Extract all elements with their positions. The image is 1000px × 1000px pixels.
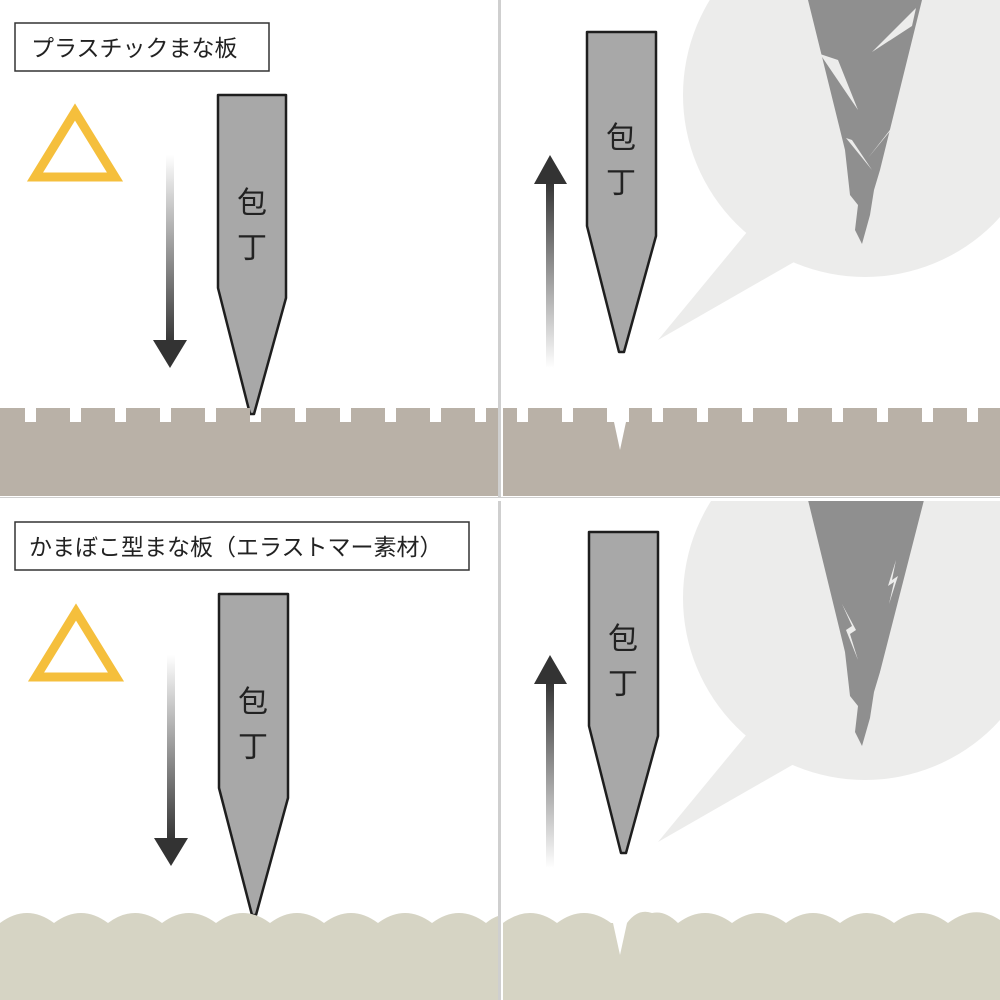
knife: 包 丁 [587, 530, 660, 855]
panel-title: プラスチックまな板 [31, 36, 238, 62]
panel-elastomer-result: 包 丁 [503, 500, 1000, 1000]
panel-title-box: プラスチックまな板 [14, 22, 270, 72]
triangle-outline-icon [26, 103, 124, 182]
knife-label: 包 [608, 622, 638, 657]
knife: 包 丁 [585, 30, 658, 354]
speech-bubble [658, 500, 1000, 842]
elastomer-kamaboko-board [503, 911, 1000, 1000]
knife-label: 包 [238, 685, 268, 720]
arrow-down-icon [154, 655, 188, 866]
knife-label: 丁 [608, 667, 638, 702]
panel-plastic-cut: プラスチックまな板 包 丁 [0, 22, 498, 496]
elastomer-kamaboko-board [0, 913, 498, 1000]
panel-plastic-result: 包 丁 [503, 0, 1000, 496]
knife-label: 丁 [606, 166, 636, 201]
panel-title: かまぼこ型まな板（エラストマー素材） [29, 535, 443, 561]
panel-title-box: かまぼこ型まな板（エラストマー素材） [14, 521, 470, 571]
blade-chip-icon [842, 560, 898, 700]
blade-chip-icon [820, 8, 916, 170]
speech-bubble [658, 0, 1000, 340]
knife: 包 丁 [216, 93, 288, 416]
arrow-up-icon [534, 155, 567, 368]
plastic-cutting-board [503, 408, 1000, 496]
plastic-cutting-board [0, 408, 498, 496]
triangle-outline-icon [27, 603, 125, 682]
damaged-blade-closeup [808, 500, 924, 746]
knife-label: 丁 [238, 730, 268, 765]
knife-label: 包 [237, 186, 267, 221]
panel-elastomer-cut: かまぼこ型まな板（エラストマー素材） 包 丁 [0, 521, 498, 1000]
arrow-down-icon [153, 155, 187, 368]
knife-label: 丁 [237, 231, 267, 266]
arrow-up-icon [534, 655, 567, 868]
knife: 包 丁 [217, 592, 290, 917]
damaged-blade-closeup [808, 0, 922, 244]
knife-label: 包 [606, 121, 636, 156]
